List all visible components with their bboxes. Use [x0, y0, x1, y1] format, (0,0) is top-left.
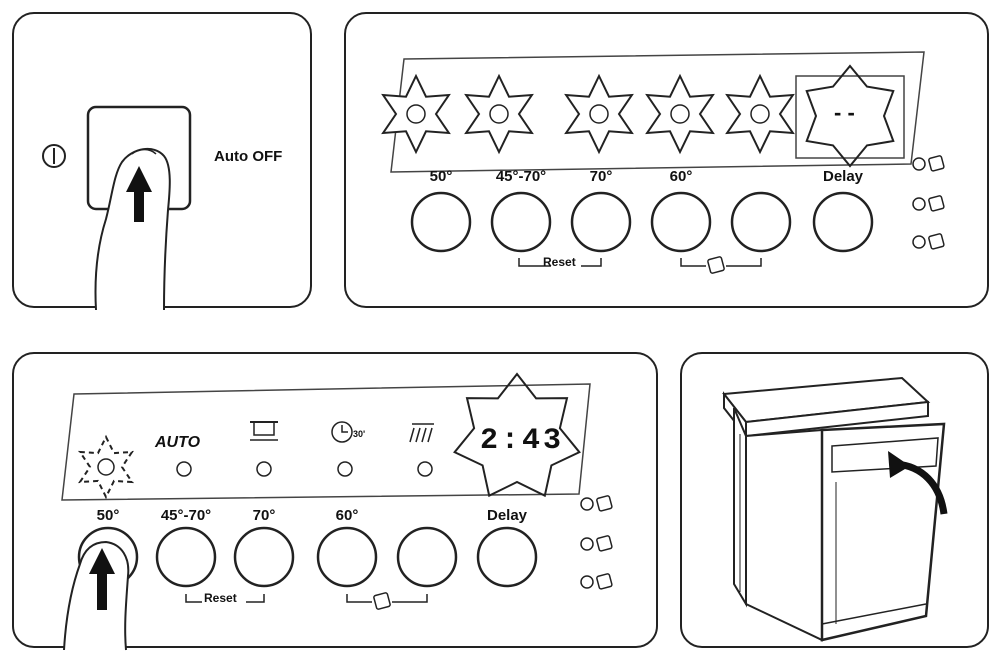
rinse-aid-indicator: [580, 535, 613, 552]
auto-off-label: Auto OFF: [214, 148, 283, 165]
up-arrow-icon: [126, 166, 152, 222]
program-button-label: 50°: [97, 507, 120, 524]
program-light: [337, 461, 353, 477]
program-light: [256, 461, 272, 477]
program-button-label: 45°-70°: [496, 168, 546, 185]
panel-program-select: 50° 45°-70° 70° 60° Delay Reset - -: [344, 12, 989, 308]
auto-label: AUTO: [155, 434, 201, 451]
program-button-label: 70°: [590, 168, 613, 185]
program-light-flashing: [78, 434, 134, 500]
reset-label: Reset: [204, 591, 237, 605]
program-button-label: 60°: [670, 168, 693, 185]
program-button[interactable]: [233, 526, 295, 588]
salt-icon: [373, 592, 391, 610]
clock-icon: [331, 421, 353, 443]
program-button-label: 45°-70°: [161, 507, 211, 524]
display-value: 2:43: [480, 424, 565, 458]
salt-indicator: [580, 495, 613, 512]
rinse-aid-indicator: [912, 195, 945, 212]
power-icon: [42, 144, 66, 168]
program-light-flashing: [464, 73, 534, 155]
up-arrow-icon: [89, 548, 115, 610]
display-flashing: [453, 372, 581, 498]
program-light: [176, 461, 192, 477]
program-button-label: 50°: [430, 168, 453, 185]
salt-icon: [707, 256, 725, 274]
end-indicator: [580, 573, 613, 590]
program-button[interactable]: [570, 191, 632, 253]
panel-power-switch: Auto OFF: [12, 12, 312, 311]
program-button-label: 70°: [253, 507, 276, 524]
program-button-label: 60°: [336, 507, 359, 524]
program-button[interactable]: [476, 526, 538, 588]
panel-program-running: 50° 45°-70° 70° 60° Delay AUTO Reset 2:43 30…: [12, 352, 658, 651]
dishwasher-illustration: [722, 376, 948, 642]
display-strip: [61, 383, 591, 501]
program-button-label: Delay: [487, 507, 528, 524]
program-light-flashing: [381, 73, 451, 155]
program-button[interactable]: [396, 526, 458, 588]
pot-icon: [250, 421, 278, 441]
program-button-label: Delay: [823, 168, 864, 185]
dishwasher-door[interactable]: [820, 422, 946, 642]
end-indicator: [912, 233, 945, 250]
program-button[interactable]: [490, 191, 552, 253]
program-button[interactable]: [730, 191, 792, 253]
program-light: [417, 461, 433, 477]
panel-dishwasher-door: [680, 352, 989, 648]
delay-30-label: 30': [353, 429, 366, 439]
finger-illustration: [63, 540, 130, 651]
open-door-arrow-icon: [888, 451, 948, 515]
reset-label: Reset: [543, 255, 576, 269]
control-panel-running-illustration: 50° 45°-70° 70° 60° Delay: [61, 372, 613, 651]
program-light-flashing: [645, 73, 715, 155]
program-button[interactable]: [812, 191, 874, 253]
display-flashing: [805, 64, 895, 168]
program-light-flashing: [564, 73, 634, 155]
program-button[interactable]: [650, 191, 712, 253]
control-panel-illustration: 50° 45°-70° 70° 60° Delay: [381, 51, 945, 274]
program-button[interactable]: [410, 191, 472, 253]
spray-icon: [409, 423, 434, 443]
salt-indicator: [912, 155, 945, 172]
power-illustration: [42, 105, 192, 311]
program-button[interactable]: [155, 526, 217, 588]
display-value: - -: [834, 100, 855, 125]
program-button[interactable]: [316, 526, 378, 588]
program-light-flashing: [725, 73, 795, 155]
